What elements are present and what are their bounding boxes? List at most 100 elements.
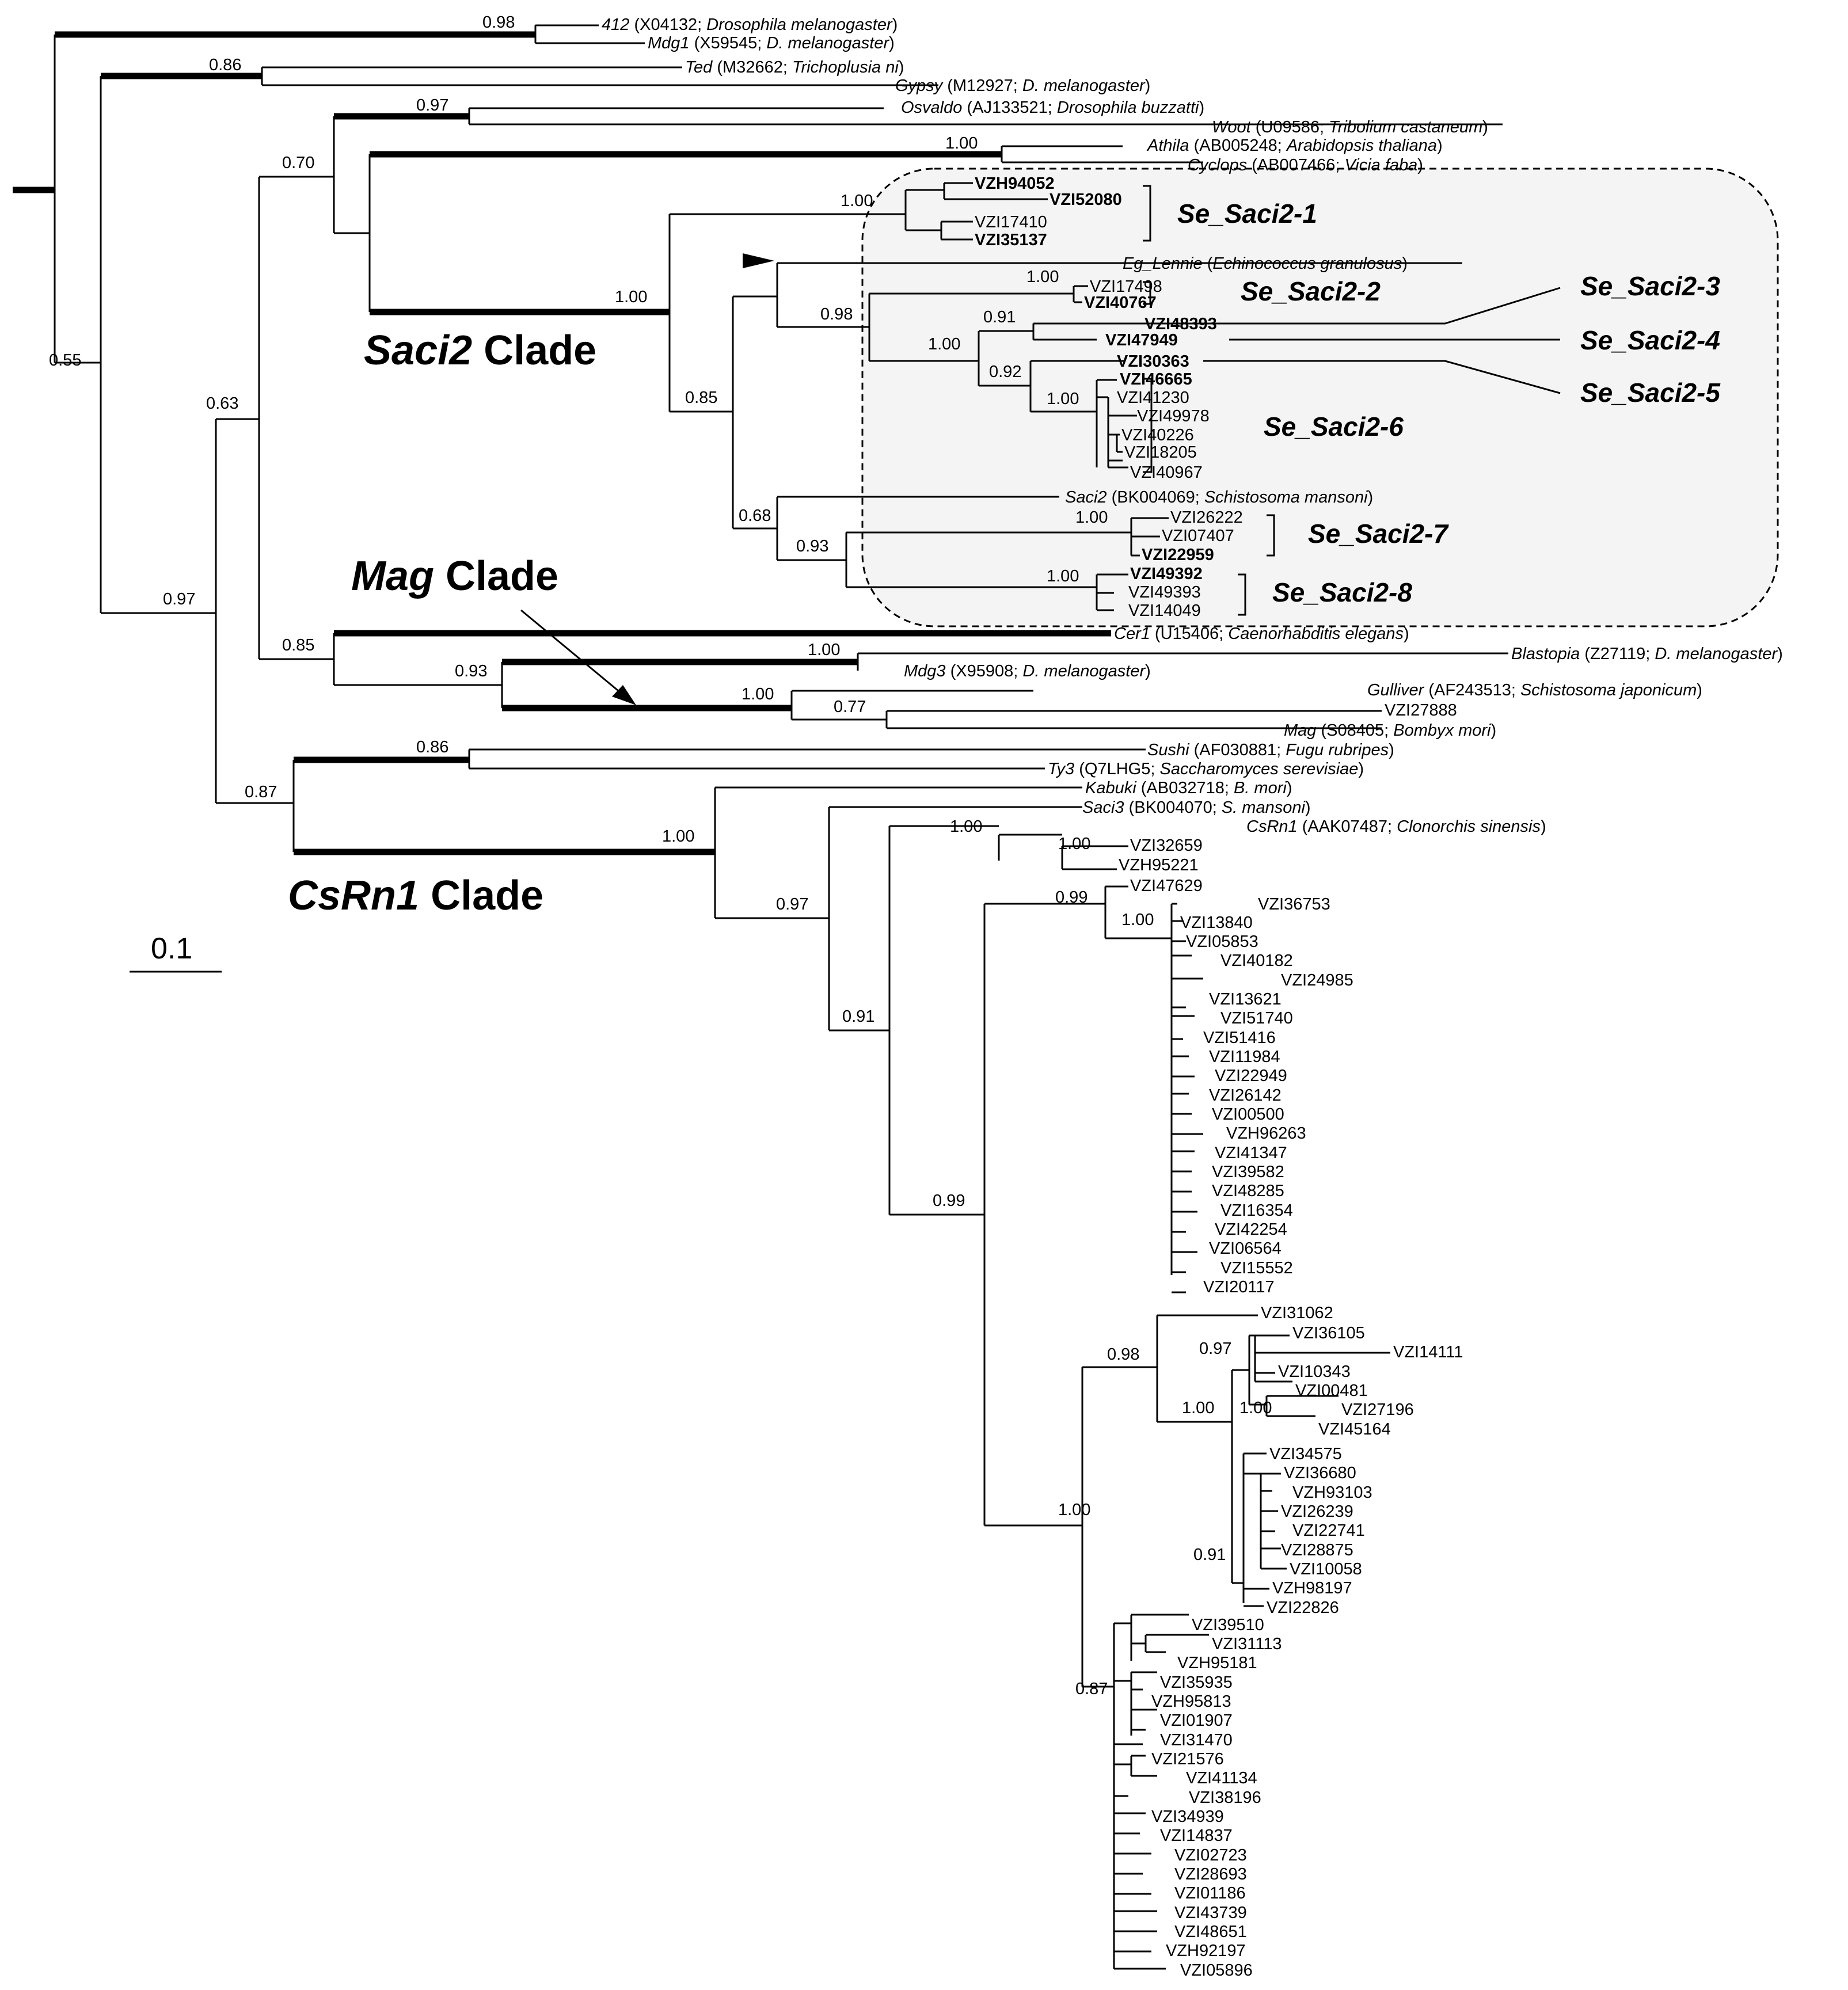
support-value: 0.77: [834, 698, 866, 716]
leaf-label: VZI05896: [1180, 1961, 1253, 1980]
leaf-label: Ty3 (Q7LHG5; Saccharomyces serevisiae): [1048, 760, 1364, 778]
support-value: 0.70: [282, 154, 314, 172]
leaf-label: VZI41134: [1186, 1769, 1257, 1787]
leaf-label: Athila (AB005248; Arabidopsis thaliana): [1146, 136, 1443, 155]
support-value: 0.86: [416, 738, 448, 756]
se-group-label: Se_Saci2-4: [1580, 325, 1720, 355]
support-value: 0.91: [842, 1007, 874, 1026]
leaf-label: Sushi (AF030881; Fugu rubripes): [1147, 741, 1394, 759]
leaf-label: Mdg1 (X59545; D. melanogaster): [648, 34, 895, 52]
leaf-label: VZH94052: [975, 174, 1055, 193]
leaf-label: Saci3 (BK004070; S. mansoni): [1082, 798, 1311, 817]
leaf-label: VZI41230: [1117, 389, 1189, 407]
se-group-label: Se_Saci2-6: [1264, 412, 1404, 442]
leaf-label: VZI17410: [975, 213, 1047, 231]
leaf-label: VZI15552: [1220, 1259, 1293, 1277]
leaf-label: VZI06564: [1209, 1239, 1282, 1258]
leaf-label: VZI21576: [1151, 1750, 1224, 1768]
leaf-label: VZI16354: [1220, 1201, 1293, 1220]
leaf-label: VZI34575: [1269, 1445, 1342, 1463]
leaf-label: VZI14837: [1160, 1827, 1233, 1845]
leaf-label: VZI39510: [1192, 1616, 1264, 1634]
support-value: 0.93: [796, 537, 828, 555]
leaf-label: VZI27888: [1385, 701, 1457, 720]
leaf-label: Cer1 (U15406; Caenorhabditis elegans): [1114, 625, 1409, 643]
leaf-label: VZI20117: [1203, 1278, 1275, 1296]
leaf-label: Cyclops (AB007466; Vicia faba): [1188, 156, 1423, 174]
se-group-label: Se_Saci2-5: [1580, 378, 1721, 408]
leaf-label: VZI43739: [1174, 1904, 1247, 1922]
vz-leaves: VZH94052 VZI52080 VZI17410 VZI35137 VZI1…: [975, 174, 1463, 1980]
scale-bar-label: 0.1: [151, 932, 192, 965]
support-value: 0.87: [1075, 1680, 1108, 1698]
se-group-label: Se_Saci2-1: [1177, 199, 1317, 229]
leaf-label: VZI31470: [1160, 1731, 1233, 1749]
tree-branches: [13, 24, 1561, 1970]
leaf-label: VZI36753: [1258, 895, 1330, 914]
leaf-label: VZI22741: [1292, 1521, 1365, 1540]
leaf-label: VZI49393: [1128, 583, 1201, 602]
leaf-label: Gulliver (AF243513; Schistosoma japonicu…: [1367, 681, 1702, 699]
leaf-label: VZI35137: [975, 231, 1047, 249]
se-group-label: Se_Saci2-2: [1241, 276, 1381, 306]
leaf-label: VZI30363: [1117, 352, 1189, 371]
leaf-label: VZI39582: [1212, 1163, 1284, 1181]
support-value: 0.97: [1199, 1340, 1231, 1358]
leaf-label: VZI31062: [1261, 1304, 1333, 1322]
leaf-label: Kabuki (AB032718; B. mori): [1085, 779, 1292, 797]
support-value: 0.98: [482, 13, 515, 32]
support-value: 1.00: [928, 335, 960, 353]
support-value: 1.00: [1058, 835, 1090, 853]
leaf-label: VZI42254: [1215, 1220, 1287, 1239]
leaf-label: VZI49978: [1137, 407, 1210, 425]
leaf-label: VZI40767: [1084, 294, 1157, 312]
leaf-label: VZH95813: [1151, 1692, 1231, 1711]
support-value: 0.99: [933, 1192, 965, 1210]
support-value: 0.98: [1107, 1345, 1139, 1364]
reference-labels: 412 (X04132; Drosophila melanogaster) Md…: [602, 16, 1783, 836]
leaf-label: VZI48285: [1212, 1182, 1284, 1200]
leaf-label: VZI45164: [1318, 1420, 1391, 1439]
leaf-label: Mag (S08405; Bombyx mori): [1284, 721, 1496, 740]
leaf-label: VZH95221: [1119, 856, 1199, 874]
leaf-label: Gypsy (M12927; D. melanogaster): [895, 77, 1150, 95]
support-values: 0.98 0.86 0.97 0.70 1.00 0.55 1.00 1.00 …: [49, 13, 1272, 1698]
support-value: 1.00: [1026, 268, 1059, 286]
support-value: 0.68: [739, 507, 771, 525]
leaf-label: VZI26222: [1170, 508, 1243, 527]
leaf-label: VZI02723: [1174, 1846, 1247, 1865]
leaf-label: VZI38196: [1189, 1789, 1261, 1807]
se-group-label: Se_Saci2-3: [1580, 271, 1720, 301]
leaf-label: VZI36680: [1284, 1464, 1356, 1482]
leaf-label: VZI07407: [1162, 527, 1234, 545]
leaf-label: VZI40182: [1220, 952, 1293, 970]
leaf-label: VZI35935: [1160, 1673, 1233, 1692]
leaf-label: VZI47629: [1130, 877, 1203, 895]
leaf-label: VZH92197: [1166, 1942, 1246, 1960]
leaf-label: VZI27196: [1341, 1401, 1414, 1419]
support-value: 0.87: [245, 783, 277, 801]
leaf-label: VZI10058: [1290, 1560, 1362, 1578]
leaf-label: CsRn1 (AAK07487; Clonorchis sinensis): [1246, 817, 1546, 836]
support-value: 0.99: [1055, 888, 1087, 907]
leaf-label: VZI05853: [1186, 933, 1258, 951]
leaf-label: VZH95181: [1177, 1654, 1257, 1672]
leaf-label: VZI26239: [1281, 1502, 1353, 1521]
leaf-label: VZI14111: [1393, 1343, 1463, 1361]
leaf-label: VZI46665: [1120, 370, 1192, 389]
leaf-label: VZH98197: [1272, 1579, 1352, 1597]
support-value: 0.97: [163, 590, 195, 608]
leaf-label: Eg_Lennie (Echinococcus granulosus): [1123, 254, 1408, 273]
leaf-label: VZI10343: [1278, 1363, 1351, 1381]
leaf-label: VZI22959: [1142, 546, 1214, 564]
support-value: 0.91: [1193, 1546, 1226, 1564]
leaf-label: VZI00500: [1212, 1105, 1284, 1124]
support-value: 1.00: [808, 641, 840, 659]
leaf-label: VZI13840: [1180, 914, 1253, 932]
leaf-label: VZI41347: [1215, 1144, 1287, 1162]
support-value: 0.97: [776, 895, 808, 914]
leaf-label: VZI17498: [1090, 277, 1162, 296]
leaf-label: VZI00481: [1295, 1382, 1368, 1400]
support-value: 0.63: [206, 394, 238, 413]
clade-label-mag: Mag Clade: [351, 553, 558, 599]
